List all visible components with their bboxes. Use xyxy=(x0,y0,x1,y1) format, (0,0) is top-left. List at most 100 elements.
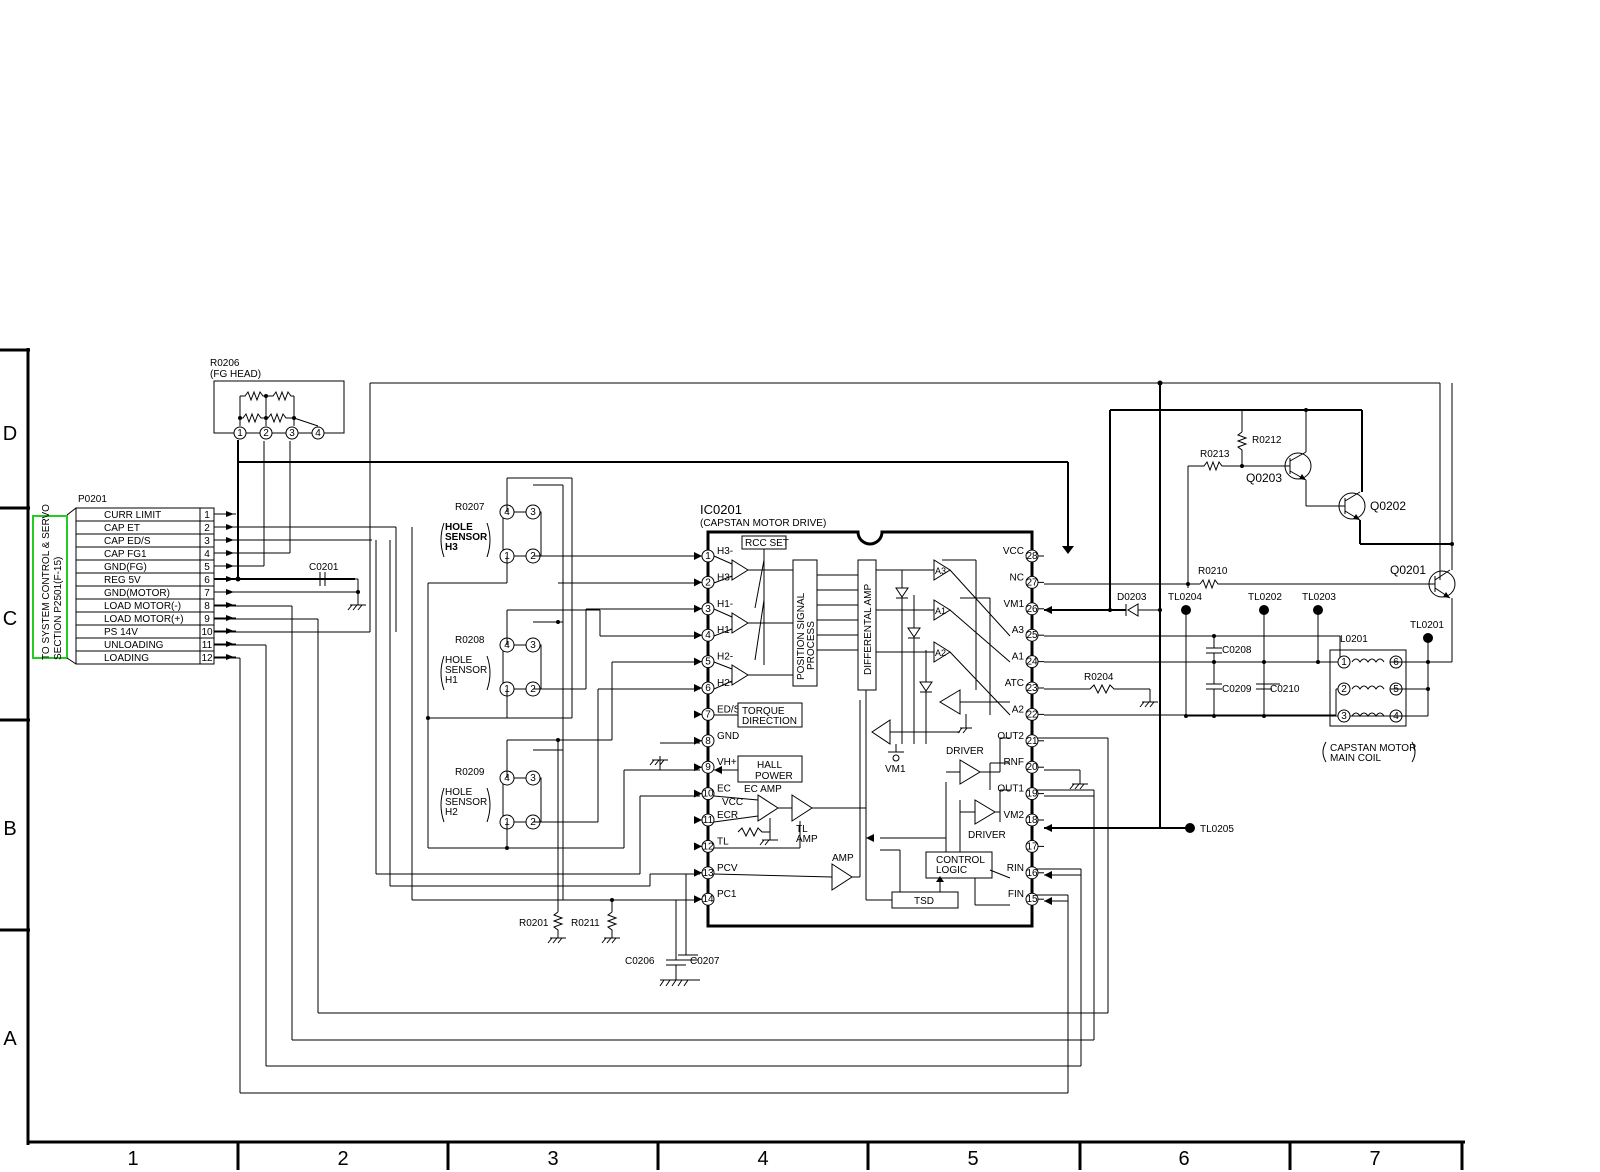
grid-row-a: A xyxy=(3,1028,17,1050)
connector-pin-number: 7 xyxy=(204,588,210,599)
ic-left-pin-number: 5 xyxy=(705,657,711,668)
hole-sensor-pin: 4 xyxy=(504,773,510,784)
ic-left-pin-arrow xyxy=(694,684,702,692)
hole-sensor-pin-circle xyxy=(525,770,541,786)
grid-col-3: 3 xyxy=(547,1148,558,1170)
ic-right-pin-number: 21 xyxy=(1026,736,1038,747)
ic-left-pin-number: 7 xyxy=(705,709,711,720)
hole-sensor-pin-circle xyxy=(525,637,541,653)
grid-col-4: 4 xyxy=(757,1148,768,1170)
wiring-left: C0201 xyxy=(214,382,1441,633)
connector-pin-label: LOAD MOTOR(+) xyxy=(104,614,184,625)
label-r0212: R0212 xyxy=(1252,435,1282,446)
hs-h3-line3: H3 xyxy=(445,542,458,553)
ic-right-pin-number: 15 xyxy=(1026,894,1038,905)
ic-left-pin-number: 4 xyxy=(705,630,711,641)
connector-pin-number: 4 xyxy=(204,549,210,560)
hs-h1-line1: HOLE xyxy=(445,655,473,666)
grid-col-6: 6 xyxy=(1178,1148,1189,1170)
ic-right-pin-number: 20 xyxy=(1026,762,1038,773)
ic-left-pin-number: 3 xyxy=(705,604,711,615)
connector-pin-label: UNLOADING xyxy=(104,640,164,651)
connector-pin-number: 1 xyxy=(204,510,210,521)
connector-pin-label: LOAD MOTOR(-) xyxy=(104,601,181,612)
ic-block-torque-line1: TORQUE xyxy=(742,706,785,717)
hole-sensor-h2: R0209 HOLE SENSOR H2 xyxy=(445,767,542,823)
ic-name: (CAPSTAN MOTOR DRIVE) xyxy=(700,518,826,529)
grid-col-7: 7 xyxy=(1369,1148,1380,1170)
label-c0207: C0207 xyxy=(690,956,720,967)
ic-left-pin-label: PC1 xyxy=(717,889,737,900)
connector-ref: P0201 xyxy=(78,494,107,505)
label-l0201: L0201 xyxy=(1340,634,1368,645)
connector-pin-label: CAP ED/S xyxy=(104,536,151,547)
hs-h3-line1: HOLE xyxy=(445,522,473,533)
label-r0201: R0201 xyxy=(519,918,549,929)
ic-block-tl-amp-line2: AMP xyxy=(796,834,818,845)
grid-col-5: 5 xyxy=(967,1148,978,1170)
ic-right-pin-number: 22 xyxy=(1026,709,1038,720)
label-c0210: C0210 xyxy=(1270,684,1300,695)
ic-right-pin-number: 16 xyxy=(1026,868,1038,879)
hs-h3-line2: SENSOR xyxy=(445,532,488,543)
connector-pin-number: 8 xyxy=(204,601,210,612)
ic-right-pin-number: 25 xyxy=(1026,630,1038,641)
ic-right-pin-number: 28 xyxy=(1026,551,1038,562)
connector-note-box xyxy=(32,515,68,659)
connector-pin-number: 9 xyxy=(204,614,210,625)
ic-right-pin-label: RNF xyxy=(1003,757,1024,768)
ic-right-pin-number: 19 xyxy=(1026,789,1038,800)
ic-left-pin-label: H1- xyxy=(717,599,733,610)
connector-p0201: TO SYSTEM CONTROL & SERVO SECTION P2501(… xyxy=(32,494,236,665)
grid-row-c: C xyxy=(3,608,17,630)
grid-col-2: 2 xyxy=(337,1148,348,1170)
connector-pin-arrow xyxy=(226,654,234,660)
ic-left-pin-label: ECR xyxy=(717,810,738,821)
hole-sensor-pin-circle xyxy=(525,504,541,520)
label-d0203: D0203 xyxy=(1117,592,1147,603)
hs-h1-ref: R0208 xyxy=(455,635,485,646)
ic-block-control-line2: LOGIC xyxy=(936,865,967,876)
connector-pin-label: CURR LIMIT xyxy=(104,510,161,521)
fg-head-pin: 2 xyxy=(263,428,269,439)
ic-right-pin-number: 18 xyxy=(1026,815,1038,826)
hs-h2-line1: HOLE xyxy=(445,787,473,798)
ic-left-pin-arrow xyxy=(694,868,702,877)
ic-left-pin-number: 6 xyxy=(705,683,711,694)
ic-block-rcc-set: RCC SET xyxy=(745,538,789,549)
ic-block-torque-line2: DIRECTION xyxy=(742,716,797,727)
ic-block-amp: AMP xyxy=(832,853,854,864)
connector-note-line2: SECTION P2501(F-15) xyxy=(53,557,64,660)
connector-pin-label: GND(MOTOR) xyxy=(104,588,170,599)
connector-note-line1: TO SYSTEM CONTROL & SERVO xyxy=(41,504,52,660)
fg-head-pin-circle xyxy=(259,426,273,440)
label-tl0203: TL0203 xyxy=(1302,592,1336,603)
connector-pin-number: 12 xyxy=(201,653,213,664)
ic-left-pin-number: 1 xyxy=(705,551,711,562)
hs-h2-line3: H2 xyxy=(445,807,458,818)
ic-right-pin-label: VCC xyxy=(1003,546,1024,557)
wiring-bottom-loops xyxy=(214,605,1109,1094)
ic-block-vcc: VCC xyxy=(722,797,743,808)
frame: D C B A 1 2 3 4 5 6 7 xyxy=(0,348,1465,1170)
ic-left-pin-number: 11 xyxy=(703,815,714,826)
ic-left-pin-number: 2 xyxy=(705,577,711,588)
ic-right-pin-number: 26 xyxy=(1026,604,1038,615)
connector-pin-number: 2 xyxy=(204,523,210,534)
connector-pin-label: CAP ET xyxy=(104,523,140,534)
fg-head-pin-circle xyxy=(285,426,299,440)
ic-left-pin-number: 14 xyxy=(702,894,714,905)
ic-left-pin-number: 9 xyxy=(705,762,711,773)
ic-right-pin-label: A1 xyxy=(1012,652,1025,663)
label-r0204: R0204 xyxy=(1084,672,1114,683)
label-r0213: R0213 xyxy=(1200,449,1230,460)
connector-pin-arrow xyxy=(226,641,234,647)
ic-left-pin-arrow xyxy=(694,816,702,824)
ic-left-pin-number: 10 xyxy=(702,789,714,800)
